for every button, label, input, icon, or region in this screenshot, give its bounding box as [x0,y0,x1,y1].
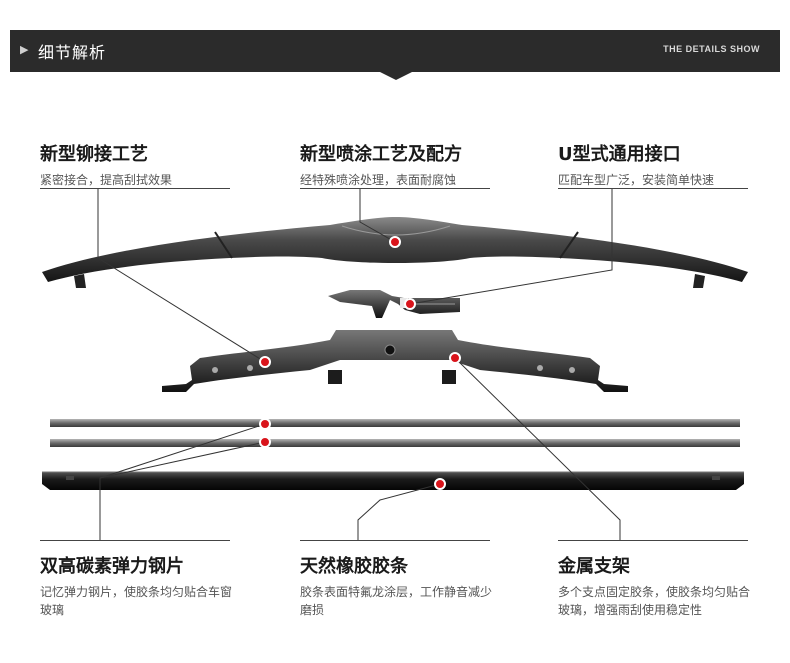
callout-connector: U型式通用接口 匹配车型广泛，安装简单快速 [558,140,714,189]
marker-dot-bracket [449,352,461,364]
rubber-refill [42,471,744,490]
steel-strip-upper [50,419,740,427]
callout-steel: 双高碳素弹力钢片 记忆弹力钢片，使胶条均匀贴合车窗玻璃 [40,552,240,619]
section-title: 细节解析 [38,43,107,62]
callout-steel-title: 双高碳素弹力钢片 [40,556,184,577]
leader-lines [97,188,621,540]
callout-bracket: 金属支架 多个支点固定胶条，使胶条均匀贴合玻璃，增强雨刮使用稳定性 [558,552,758,619]
marker-dot-coating [389,236,401,248]
callout-coating-desc: 经特殊喷涂处理，表面耐腐蚀 [300,173,457,187]
u-connector-adapter [328,290,460,318]
marker-dot-connector [404,298,416,310]
header-notch [380,72,412,80]
callout-rivet-desc: 紧密接合，提高刮拭效果 [40,173,173,187]
rule-steel [40,540,230,541]
marker-dot-rivet [259,356,271,368]
callout-rivet-title: 新型铆接工艺 [40,144,148,165]
section-subtitle: THE DETAILS SHOW [663,44,760,54]
rule-coating [300,188,490,189]
rule-rivet [40,188,230,189]
callout-connector-title: U型式通用接口 [558,144,681,165]
spoiler-cover [42,217,748,288]
callout-bracket-title: 金属支架 [558,556,630,577]
arrow-right-icon: ▶ [20,43,29,56]
marker-dot-rubber [434,478,446,490]
callout-rubber-desc: 胶条表面特氟龙涂层，工作静音减少磨损 [300,585,493,617]
callout-steel-desc: 记忆弹力钢片，使胶条均匀贴合车窗玻璃 [40,585,233,617]
marker-dot-steel-upper [259,418,271,430]
rule-bracket [558,540,748,541]
callout-rivet: 新型铆接工艺 紧密接合，提高刮拭效果 [40,140,172,189]
rule-connector [558,188,748,189]
callout-coating-title: 新型喷涂工艺及配方 [300,144,462,165]
callout-coating: 新型喷涂工艺及配方 经特殊喷涂处理，表面耐腐蚀 [300,140,462,189]
rule-rubber [300,540,490,541]
callout-connector-desc: 匹配车型广泛，安装简单快速 [558,173,715,187]
steel-strip-lower [50,439,740,447]
marker-dot-steel-lower [259,436,271,448]
metal-bracket-frame [162,330,628,392]
callout-rubber: 天然橡胶胶条 胶条表面特氟龙涂层，工作静音减少磨损 [300,552,500,619]
section-header: ▶ 细节解析 THE DETAILS SHOW [10,30,780,72]
callout-bracket-desc: 多个支点固定胶条，使胶条均匀贴合玻璃，增强雨刮使用稳定性 [558,585,751,617]
callout-rubber-title: 天然橡胶胶条 [300,556,408,577]
